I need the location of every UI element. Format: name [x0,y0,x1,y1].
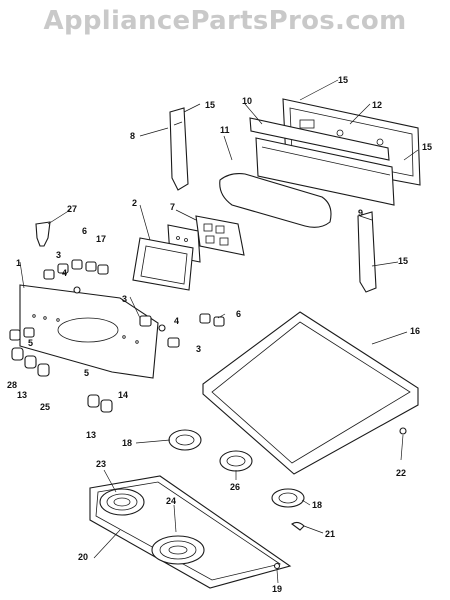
callout-15-mid: 15 [398,256,408,266]
knob-set-left [9,329,113,413]
control-overlay [132,237,194,291]
callout-3-mid: 3 [122,294,127,304]
electronic-control [195,215,245,256]
control-housing [255,137,395,206]
coil-element-24 [151,535,205,565]
callout-8: 8 [130,131,135,141]
callout-15-right: 15 [422,142,432,152]
burner-ring-18b [271,488,305,508]
backguard-trim [249,117,390,161]
hinge-part [35,221,51,247]
callout-15-left: 15 [205,100,215,110]
leader-lines [19,79,419,584]
cooktop-main [202,311,419,475]
callout-1: 1 [16,258,21,268]
callout-27: 27 [67,204,77,214]
callout-4-right: 4 [174,316,179,326]
small-clip-22 [399,427,407,435]
callout-11: 11 [220,125,230,135]
callout-28: 28 [7,380,17,390]
watermark-text: AppliancePartsPros.com [43,6,407,36]
callout-4-left: 4 [62,268,67,278]
callout-3-right: 3 [196,344,201,354]
left-end-bracket [169,107,189,191]
callouts: 15 10 12 15 8 11 15 2 7 27 9 6 17 3 15 1… [7,75,432,594]
callout-19: 19 [272,584,282,594]
burner-ring-18a [168,429,202,451]
callout-6-right: 6 [236,309,241,319]
callout-13-left: 13 [17,390,27,400]
callout-13-low: 13 [86,430,96,440]
callout-17: 17 [96,234,106,244]
callout-25: 25 [40,402,50,412]
callout-22: 22 [396,468,406,478]
callout-18-left: 18 [122,438,132,448]
callout-5-mid: 5 [84,368,89,378]
callout-24: 24 [166,496,176,506]
right-end-bracket [357,211,377,293]
callout-26: 26 [230,482,240,492]
callout-16: 16 [410,326,420,336]
display-glass [219,173,332,228]
knob-set-upper [43,259,109,280]
callout-9: 9 [358,208,363,218]
callout-5-left: 5 [28,338,33,348]
callout-10: 10 [242,96,252,106]
small-clip-21 [291,521,305,531]
callout-14: 14 [118,390,128,400]
callout-23: 23 [96,459,106,469]
callout-12: 12 [372,100,382,110]
push-buttons [23,286,180,348]
callout-2: 2 [132,198,137,208]
burner-ring-26 [219,450,253,472]
small-clip-19 [273,562,281,570]
callout-7: 7 [170,202,175,212]
callout-3-upper: 3 [56,250,61,260]
knob-set-right [199,313,225,327]
callout-15-top: 15 [338,75,348,85]
control-panel [19,284,159,379]
callout-18-right: 18 [312,500,322,510]
callout-20: 20 [78,552,88,562]
callout-21: 21 [325,529,335,539]
callout-6-top: 6 [82,226,87,236]
coil-element-23 [99,488,145,516]
